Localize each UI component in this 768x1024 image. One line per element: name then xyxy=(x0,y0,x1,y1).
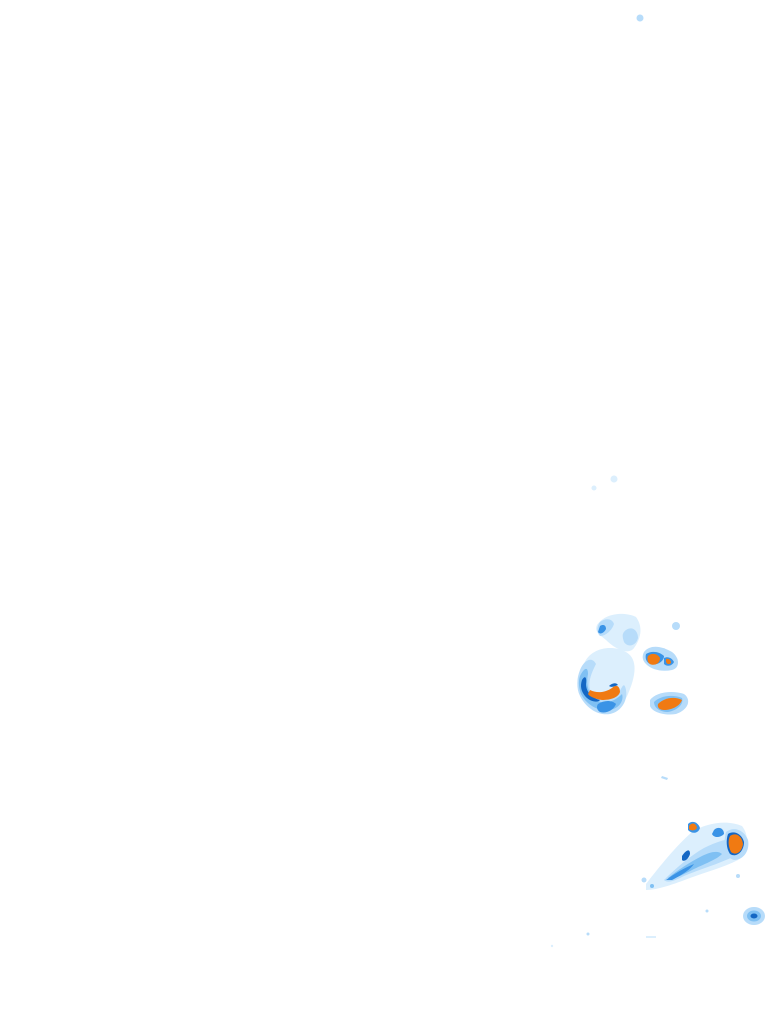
echo-speck xyxy=(550,944,554,948)
echo-speck xyxy=(705,909,709,913)
echo-area-intense xyxy=(588,685,620,700)
echo-area-heavy xyxy=(609,683,618,687)
echo-cluster-southeast xyxy=(743,907,765,925)
echo-speck xyxy=(636,14,644,22)
echo-cluster-bottom-traces xyxy=(550,909,709,948)
echo-area-heavy xyxy=(581,677,600,702)
echo-area-strong xyxy=(712,827,724,837)
echo-speck xyxy=(641,877,647,883)
echo-speck xyxy=(672,622,680,630)
echo-area-heavy xyxy=(750,913,758,919)
echo-speck xyxy=(586,932,590,936)
echo-cluster-trace xyxy=(661,776,668,780)
echo-speck xyxy=(661,776,668,780)
echo-area-intense xyxy=(666,658,671,665)
echo-area-strong xyxy=(666,864,694,880)
echo-speck xyxy=(591,485,597,491)
echo-area-light xyxy=(622,628,638,646)
echo-area-intense xyxy=(689,823,697,831)
echo-speck xyxy=(610,475,618,483)
echo-speck xyxy=(646,936,656,938)
echo-speck xyxy=(736,874,740,878)
echo-area-heavy xyxy=(682,850,690,861)
echo-cluster-lower-storm xyxy=(641,821,749,890)
echo-area-intense xyxy=(728,834,743,854)
echo-area-strong xyxy=(598,625,606,634)
echo-cluster-north xyxy=(636,14,644,22)
echo-area-medium xyxy=(578,668,623,711)
echo-area-intense xyxy=(647,653,660,665)
echo-area-intense xyxy=(657,697,682,710)
echo-area-strong xyxy=(596,701,616,713)
echo-cluster-mid xyxy=(591,475,618,491)
echo-speck xyxy=(650,884,654,888)
echo-cluster-upper-storm xyxy=(577,613,689,715)
